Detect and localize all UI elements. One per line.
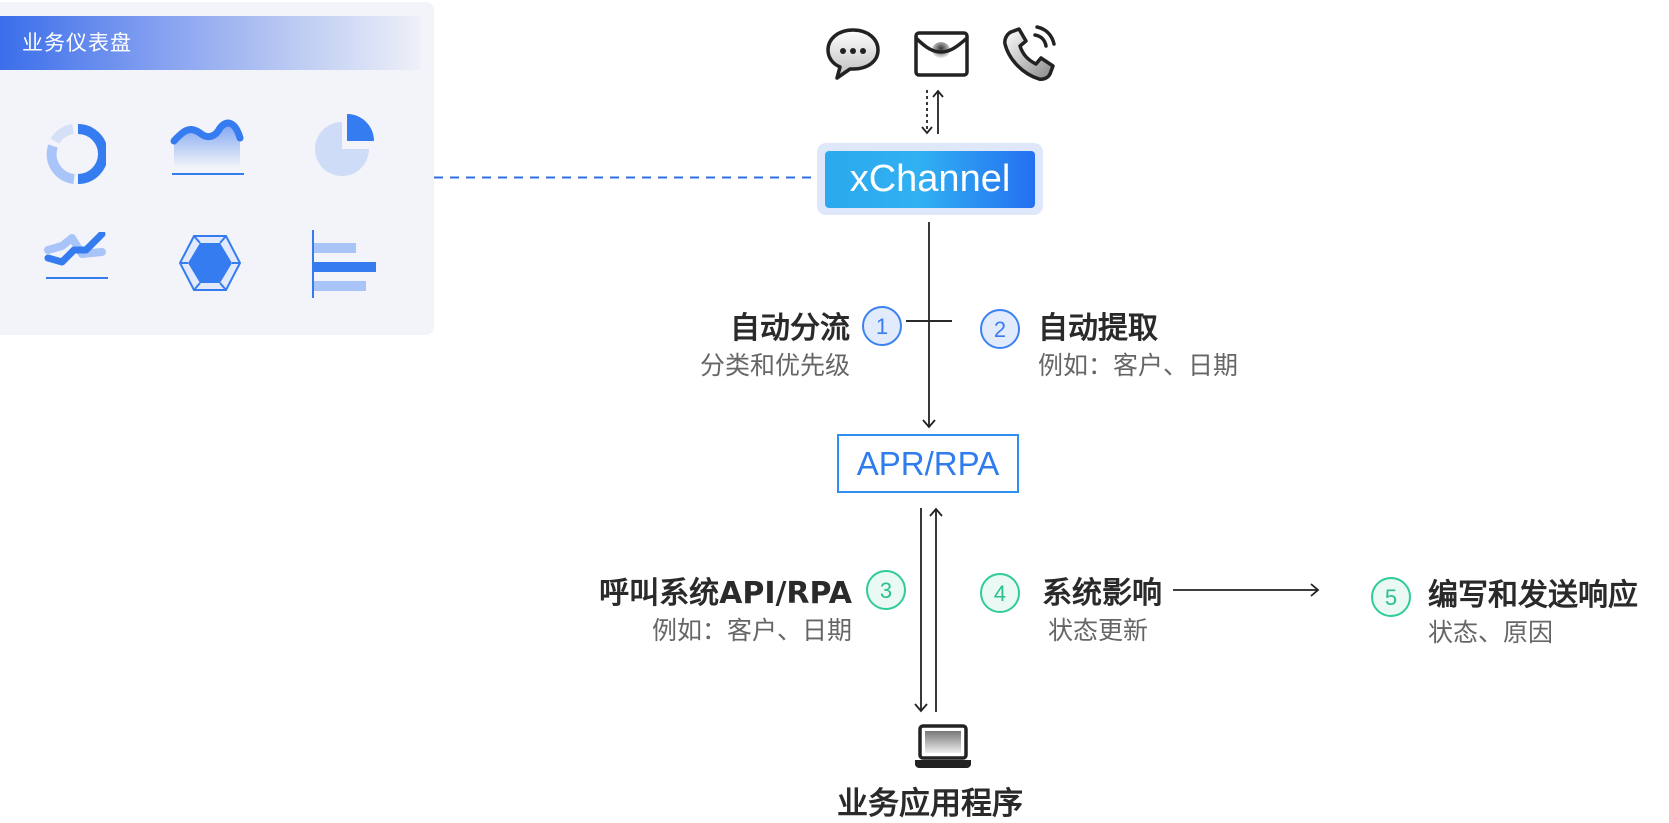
step-4-title: 系统影响 [1042, 576, 1162, 611]
step-4-subtitle: 状态更新 [1048, 616, 1149, 645]
apr-rpa-node[interactable]: APR/RPA [837, 434, 1019, 493]
dashboard-title: 业务仪表盘 [22, 31, 132, 55]
channel-bidirectional-arrows [918, 88, 948, 138]
chat-bubble-icon [823, 24, 883, 84]
step-5-badge: 5 [1371, 577, 1411, 617]
radar-chart-icon [178, 234, 242, 292]
step-3-badge: 3 [866, 570, 906, 610]
step-1-subtitle: 分类和优先级 [699, 351, 850, 380]
apr-app-bidirectional-arrows [910, 506, 946, 716]
area-chart-icon [170, 118, 250, 180]
dashboard-connector-line [434, 176, 818, 179]
business-app-label: 业务应用程序 [837, 786, 1023, 822]
step-2-subtitle: 例如：客户、日期 [1038, 351, 1239, 380]
step-3-title: 呼叫系统API/RPA [599, 576, 852, 611]
pie-chart-icon [312, 112, 378, 178]
phone-icon [999, 24, 1059, 84]
dashboard-header [0, 16, 420, 70]
step-2-title: 自动提取 [1038, 311, 1158, 346]
step-1-title: 自动分流 [730, 311, 850, 346]
line-chart-icon [44, 232, 110, 294]
email-icon [911, 24, 971, 84]
donut-chart-icon [46, 124, 106, 184]
step-4-badge: 4 [980, 573, 1020, 613]
step4-to-step5-arrow [1172, 580, 1322, 600]
laptop-icon [913, 722, 973, 772]
bar-chart-icon [311, 230, 381, 300]
step-2-badge: 2 [980, 309, 1020, 349]
step-5-subtitle: 状态、原因 [1428, 618, 1554, 647]
step-connector-tick [906, 320, 952, 322]
step-5-title: 编写和发送响应 [1428, 578, 1638, 613]
step-3-subtitle: 例如：客户、日期 [651, 616, 852, 645]
xchannel-node[interactable]: xChannel [825, 151, 1035, 208]
step-1-badge: 1 [862, 306, 902, 346]
xchannel-to-apr-arrow [920, 222, 940, 432]
